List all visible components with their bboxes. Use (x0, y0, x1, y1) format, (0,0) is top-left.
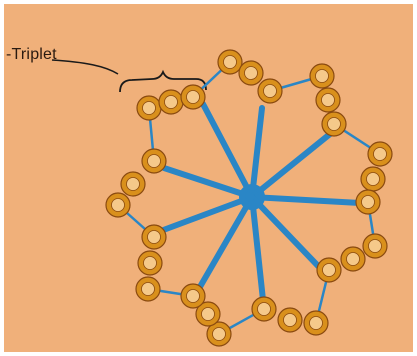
microtubule-lumen (148, 155, 161, 168)
microtubule-lumen (258, 303, 271, 316)
microtubule-lumen (323, 264, 336, 277)
microtubule-lumen (362, 196, 375, 209)
microtubule-lumen (202, 308, 215, 321)
microtubule-lumen (328, 118, 341, 131)
microtubule-lumen (224, 56, 237, 69)
triplet-label: -Triplet (6, 46, 57, 64)
microtubule-lumen (187, 91, 200, 104)
microtubule-lumen (165, 96, 178, 109)
microtubule-lumen (213, 328, 226, 341)
microtubule-lumen (112, 199, 125, 212)
microtubule-lumen (316, 70, 329, 83)
microtubule-lumen (367, 173, 380, 186)
microtubule-lumen (322, 94, 335, 107)
diagram-background (4, 4, 413, 352)
microtubule-lumen (142, 283, 155, 296)
microtubule-lumen (144, 257, 157, 270)
microtubule-lumen (284, 314, 297, 327)
microtubule-lumen (143, 102, 156, 115)
microtubule-lumen (310, 317, 323, 330)
microtubule-lumen (369, 240, 382, 253)
microtubule-lumen (127, 178, 140, 191)
microtubule-lumen (347, 253, 360, 266)
microtubule-lumen (264, 85, 277, 98)
microtubule-lumen (245, 67, 258, 80)
microtubule-lumen (148, 231, 161, 244)
microtubule-lumen (374, 148, 387, 161)
microtubule-lumen (187, 290, 200, 303)
